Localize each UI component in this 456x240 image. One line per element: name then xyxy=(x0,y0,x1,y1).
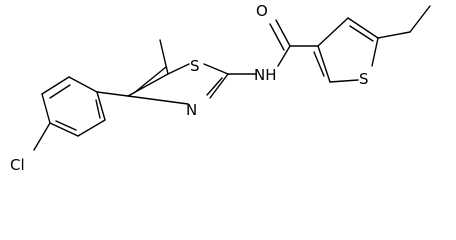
bond xyxy=(371,37,379,67)
bond xyxy=(277,45,291,67)
bond xyxy=(349,25,374,42)
nitrogen-thiazole-label: N xyxy=(186,101,197,119)
bond xyxy=(33,122,51,151)
bond xyxy=(377,31,411,39)
bond xyxy=(77,119,106,137)
atom-labels: O S N NH S Cl xyxy=(10,2,369,174)
bond xyxy=(167,63,190,75)
bond xyxy=(347,17,379,39)
bond xyxy=(209,73,229,99)
bond xyxy=(96,91,106,121)
bond xyxy=(203,63,229,75)
bond xyxy=(206,77,223,96)
bond xyxy=(159,39,169,75)
bond xyxy=(313,51,325,77)
bond xyxy=(68,76,98,93)
bond xyxy=(41,93,51,124)
bond xyxy=(95,99,101,119)
chemical-structure-diagram: O S N NH S Cl xyxy=(10,2,431,174)
bond xyxy=(133,66,167,94)
bond xyxy=(41,76,70,95)
bond xyxy=(317,45,331,83)
bond xyxy=(275,19,291,47)
bond xyxy=(96,91,129,97)
bond xyxy=(409,5,431,33)
bond xyxy=(269,23,285,51)
sulfur-thiazole-label: S xyxy=(190,57,200,75)
bond xyxy=(55,120,77,131)
chlorine-label: Cl xyxy=(10,156,25,174)
bond xyxy=(317,17,349,47)
bond xyxy=(127,95,189,105)
bond xyxy=(329,79,359,83)
amide-nh-label: NH xyxy=(254,66,277,84)
oxygen-label: O xyxy=(256,2,268,20)
bond xyxy=(49,84,71,99)
bond-lines xyxy=(33,5,431,151)
bond xyxy=(49,122,79,137)
sulfur-thiophene-label: S xyxy=(359,70,369,88)
